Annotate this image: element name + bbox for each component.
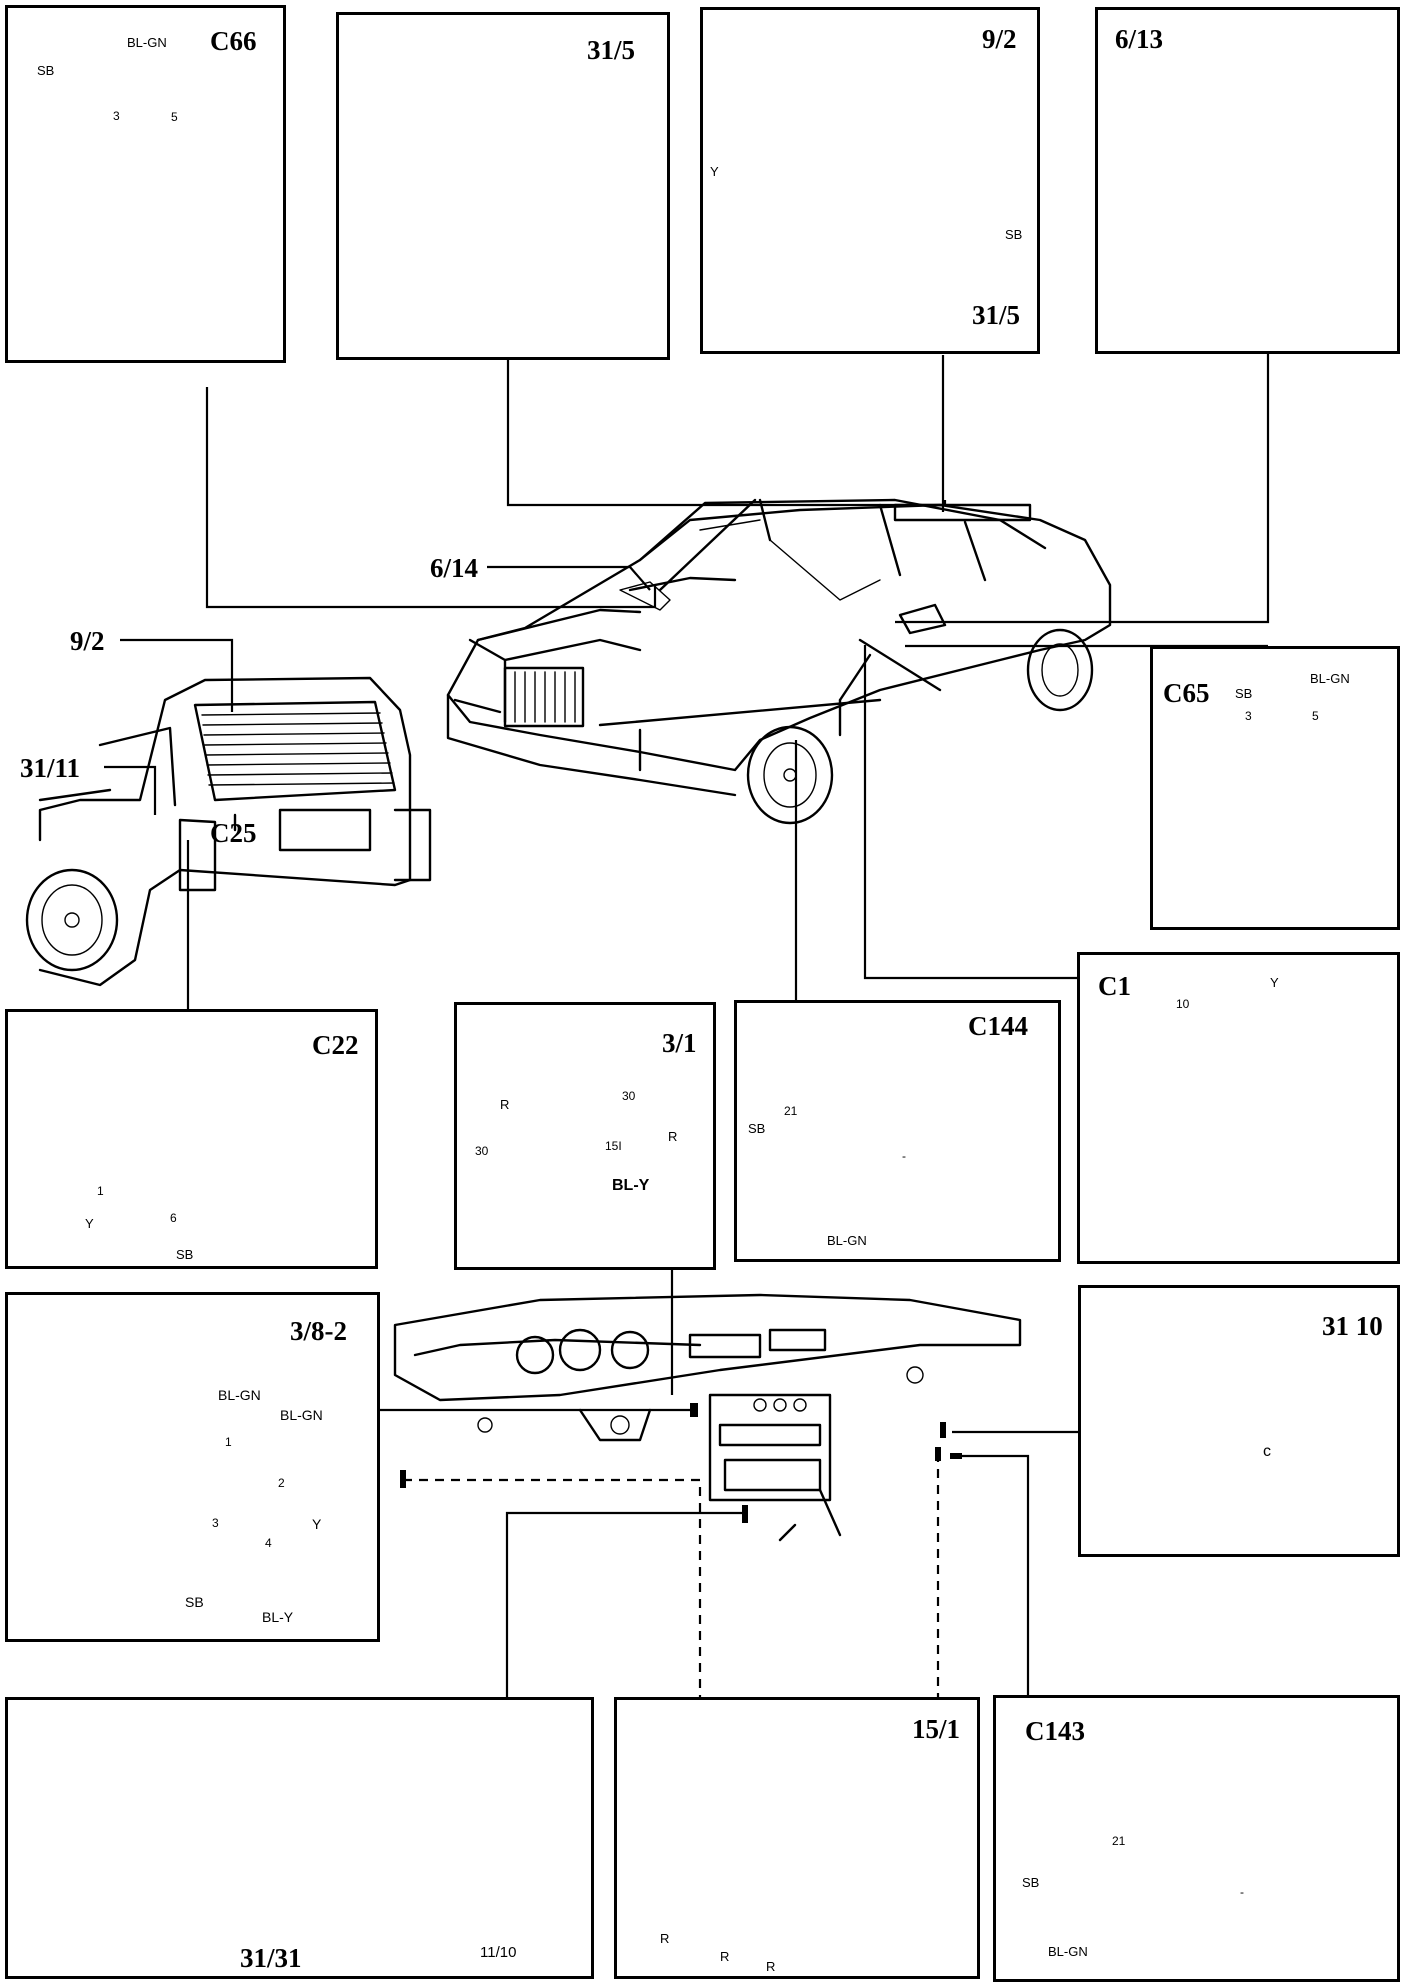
terminal-block <box>400 1470 406 1488</box>
panel-3-8-2 <box>5 1292 380 1642</box>
pin-number: c <box>1263 1443 1271 1460</box>
wire-label-y: Y <box>1270 975 1279 990</box>
terminal-block <box>950 1453 962 1459</box>
panel-c66 <box>5 5 286 363</box>
pin-number: 30 <box>622 1089 636 1103</box>
wire-label-bl-gn: BL-GN <box>127 35 167 50</box>
line-31-31-to-dash <box>505 1511 745 1697</box>
callout-6-14: 6/14 <box>430 553 479 583</box>
wagon-car-illustration <box>25 676 432 987</box>
panel-c65 <box>1150 646 1400 930</box>
ground-label-31-5: 31/5 <box>972 300 1021 330</box>
line-c143-to-dash <box>960 1454 1030 1695</box>
pin-number: 5 <box>171 110 178 124</box>
wire-label-r: R <box>720 1949 730 1964</box>
leader-wagon-31-11 <box>104 765 157 815</box>
wire-label-r: R <box>766 1959 776 1974</box>
wire-label-bl-y: BL-Y <box>262 1609 294 1625</box>
wire-label-r: R <box>668 1129 678 1144</box>
panel-label-6-13: 6/13 <box>1115 24 1164 54</box>
panel-label-c65: C65 <box>1163 678 1210 708</box>
wire-label-y: Y <box>710 164 719 179</box>
panel-31-5 <box>336 12 670 360</box>
pin-number: 30 <box>475 1144 489 1158</box>
panel-31-31 <box>5 1697 594 1979</box>
panel-label-31-10: 31 10 <box>1322 1311 1383 1341</box>
wire-label-r: R <box>500 1097 510 1112</box>
pin-number: 6 <box>170 1211 177 1225</box>
line-6-13-to-car <box>895 354 1270 624</box>
panel-label-c1: C1 <box>1098 971 1131 1001</box>
wire-label-sb: SB <box>1022 1875 1040 1890</box>
panel-label-9-2: 9/2 <box>982 24 1017 54</box>
pin-number: - <box>902 1149 906 1163</box>
dashboard-illustration <box>393 1293 1022 1542</box>
callout-9-2: 9/2 <box>70 626 105 656</box>
pin-number: 3 <box>1245 709 1252 723</box>
pin-number: 21 <box>784 1104 798 1118</box>
callout-c25: C25 <box>210 818 257 848</box>
pin-number: 4 <box>265 1536 272 1550</box>
line-c1-to-car <box>863 645 1080 980</box>
panel-label-3-8-2: 3/8-2 <box>290 1316 347 1346</box>
panel-label-c143: C143 <box>1025 1716 1085 1746</box>
line-c66-to-car <box>205 387 657 609</box>
line-31-5-to-car <box>506 358 947 507</box>
wire-label-sb: SB <box>176 1247 194 1262</box>
panel-c143 <box>993 1695 1400 1982</box>
wire-label-sb: SB <box>37 63 55 78</box>
wire-label-sb: SB <box>748 1121 766 1136</box>
wire-label-sb: SB <box>1235 686 1253 701</box>
pin-number: 1 <box>97 1184 104 1198</box>
terminal-block <box>935 1447 941 1461</box>
panel-c144 <box>734 1000 1061 1262</box>
pin-number: 2 <box>278 1476 285 1490</box>
wire-label-r: R <box>660 1931 670 1946</box>
panel-label-15-1: 15/1 <box>912 1714 961 1744</box>
panel-label-c22: C22 <box>312 1030 359 1060</box>
panel-3-1 <box>454 1002 716 1270</box>
wire-label-bl-gn: BL-GN <box>280 1407 323 1423</box>
wire-label-y: Y <box>312 1516 322 1532</box>
panel-label-31-31: 31/31 <box>240 1943 302 1973</box>
panel-label-c66: C66 <box>210 26 257 56</box>
wire-label-sb: SB <box>1005 227 1023 242</box>
terminal-block <box>940 1422 946 1438</box>
pin-number: 3 <box>212 1516 219 1530</box>
wire-label-y: Y <box>85 1216 94 1231</box>
wire-label-bl-y: BL-Y <box>612 1177 650 1194</box>
pin-number: 15I <box>605 1139 622 1153</box>
leader-wagon-9-2 <box>120 638 234 712</box>
callout-31-11: 31/11 <box>20 753 81 783</box>
panel-label-31-5: 31/5 <box>587 35 636 65</box>
pin-number: 5 <box>1312 709 1319 723</box>
sub-label-11-10: 11/10 <box>480 1944 517 1961</box>
panel-label-c144: C144 <box>968 1011 1028 1041</box>
panel-label-3-1: 3/1 <box>662 1028 697 1058</box>
leader-6-14 <box>487 565 651 591</box>
wire-label-bl-gn: BL-GN <box>1048 1944 1088 1959</box>
panel-31-10 <box>1078 1285 1400 1557</box>
terminal-block <box>742 1505 748 1523</box>
connection-lines <box>104 354 1270 1697</box>
wire-label-bl-gn: BL-GN <box>1310 671 1350 686</box>
panel-15-1 <box>614 1697 980 1979</box>
pin-number: 3 <box>113 109 120 123</box>
wire-label-sb: SB <box>185 1594 204 1610</box>
panel-c22 <box>5 1009 378 1269</box>
wire-label-bl-gn: BL-GN <box>218 1387 261 1403</box>
wire-label-bl-gn: BL-GN <box>827 1233 867 1248</box>
terminal-block <box>690 1403 698 1417</box>
pin-number: - <box>1240 1885 1244 1899</box>
panel-6-13 <box>1095 7 1400 354</box>
pin-number: 21 <box>1112 1834 1126 1848</box>
pin-number: 10 <box>1176 997 1190 1011</box>
sedan-car-illustration <box>446 498 1112 825</box>
pin-number: 1 <box>225 1435 232 1449</box>
dashed-line-15-1-left <box>403 1478 702 1697</box>
panel-c1 <box>1077 952 1400 1264</box>
panel-9-2-rear-window <box>700 7 1040 354</box>
